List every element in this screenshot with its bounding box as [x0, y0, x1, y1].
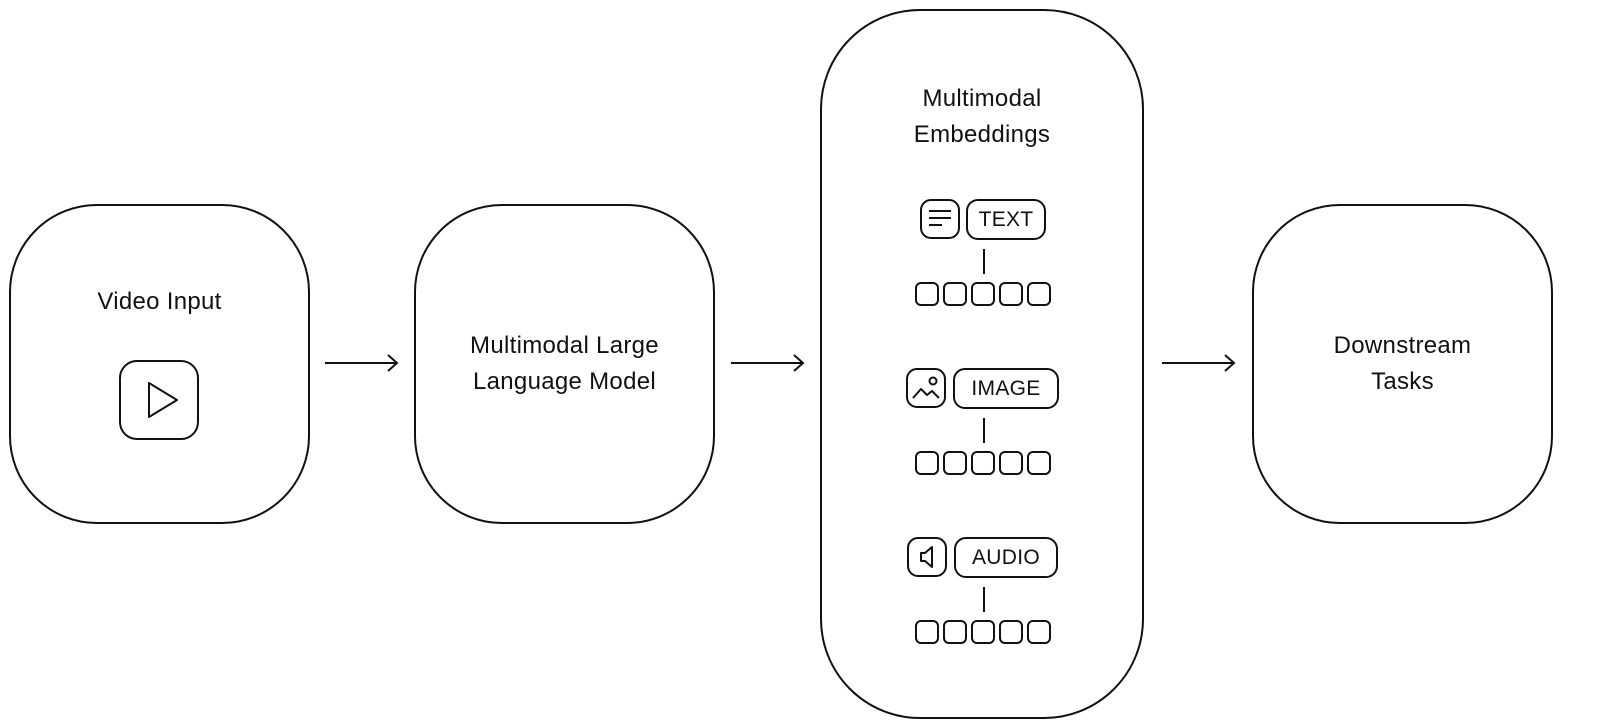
text-lines-icon [920, 199, 960, 239]
video-input-label: Video Input [97, 288, 222, 315]
connector-line [983, 249, 985, 274]
token-sequence [915, 451, 1053, 475]
token-sequence [915, 282, 1053, 306]
connector-line [983, 587, 985, 612]
connector-line [983, 418, 985, 443]
token [971, 451, 995, 475]
token [971, 620, 995, 644]
token [999, 282, 1023, 306]
token [999, 620, 1023, 644]
modality-row-image: IMAGE [822, 368, 1142, 475]
token [1027, 282, 1051, 306]
mllm-node: Multimodal Large Language Model [414, 204, 715, 524]
image-icon [906, 368, 946, 408]
token [971, 282, 995, 306]
token [943, 451, 967, 475]
token [915, 282, 939, 306]
play-icon [119, 360, 199, 440]
token [943, 282, 967, 306]
downstream-node: Downstream Tasks [1252, 204, 1553, 524]
video-input-node: Video Input [9, 204, 310, 524]
arrow-right-icon [325, 354, 399, 372]
token [1027, 451, 1051, 475]
mllm-label: Multimodal Large Language Model [470, 332, 659, 395]
arrow-right-icon [731, 354, 805, 372]
modality-row-audio: AUDIO [822, 537, 1142, 644]
token [943, 620, 967, 644]
token-sequence [915, 620, 1053, 644]
speaker-icon [907, 537, 947, 577]
embeddings-label: Multimodal Embeddings [913, 85, 1051, 148]
token [915, 620, 939, 644]
token [999, 451, 1023, 475]
modality-row-text: TEXT [822, 199, 1142, 306]
modality-pill: TEXT [966, 199, 1046, 240]
token [915, 451, 939, 475]
token [1027, 620, 1051, 644]
embeddings-node: Multimodal Embeddings TEXT IMAGE [820, 9, 1144, 719]
modality-pill: IMAGE [953, 368, 1059, 409]
arrow-right-icon [1162, 354, 1236, 372]
modality-pill: AUDIO [954, 537, 1058, 578]
downstream-label: Downstream Tasks [1333, 332, 1472, 395]
